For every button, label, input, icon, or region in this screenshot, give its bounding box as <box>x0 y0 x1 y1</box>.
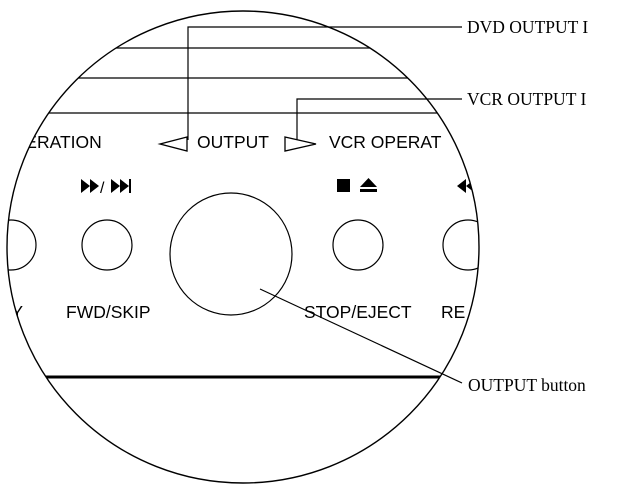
fwd-skip-button[interactable] <box>81 219 133 271</box>
output-button-leader <box>259 288 463 384</box>
left-triangle-indicator-icon <box>157 136 188 152</box>
play-icon <box>7 180 14 192</box>
operation-right-label: VCR OPERAT <box>329 132 442 152</box>
stop-eject-label: STOP/EJECT <box>304 302 412 322</box>
rewind-button[interactable] <box>442 219 493 271</box>
operation-left-label: OPERATION <box>0 132 102 152</box>
magnifier-outline <box>6 10 480 484</box>
output-label: OUTPUT <box>197 132 269 152</box>
play-button[interactable] <box>0 219 37 271</box>
output-button[interactable] <box>169 192 293 316</box>
fwd-skip-label: FWD/SKIP <box>66 302 151 322</box>
magnified-panel: OPERATION OUTPUT VCR OPERAT / <box>0 47 493 379</box>
output-button-callout: OUTPUT button <box>468 375 586 395</box>
stop-eject-icon <box>337 178 377 192</box>
dvd-output-callout: DVD OUTPUT I <box>467 17 588 37</box>
rew-label: RE <box>441 302 465 322</box>
vcr-output-callout: VCR OUTPUT I <box>467 89 586 109</box>
right-triangle-indicator-icon <box>284 136 317 152</box>
fast-forward-skip-icon: / <box>81 179 131 197</box>
svg-text:/: / <box>100 180 105 197</box>
play-label: AY <box>1 302 23 322</box>
stop-eject-button[interactable] <box>332 219 384 271</box>
vcr-output-leader <box>296 98 462 140</box>
dvd-output-leader <box>187 26 462 140</box>
